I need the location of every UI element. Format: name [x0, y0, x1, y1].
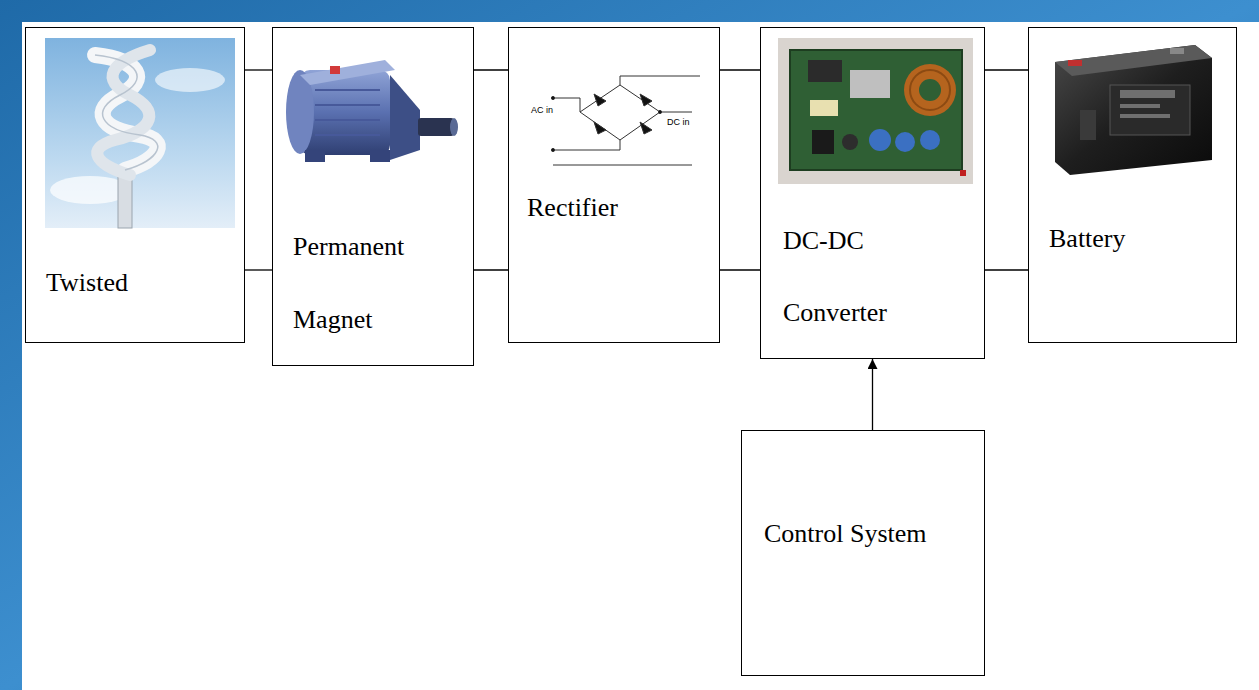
node-label: Twisted	[46, 268, 128, 298]
converter-box: DC-DC Converter	[760, 27, 985, 359]
turbine-picture	[45, 38, 235, 228]
terminal-label: AC in	[531, 105, 553, 115]
generator-box: Permanent Magnet	[272, 27, 474, 366]
turbine-box: Twisted	[25, 27, 245, 343]
connector-line	[720, 69, 760, 70]
node-label: Control System	[764, 519, 927, 549]
rectifier-box: Rectifier	[508, 27, 720, 343]
generator-picture	[286, 60, 458, 162]
connector-line	[245, 69, 272, 70]
node-label: DC-DC Converter	[783, 205, 933, 349]
connector-line	[245, 269, 272, 270]
node-label: Permanent Magnet	[293, 210, 443, 356]
connector-line	[985, 69, 1028, 70]
connector-line	[720, 269, 760, 270]
control-arrow	[872, 359, 873, 430]
connector-line	[474, 269, 508, 270]
converter-board-picture	[778, 38, 973, 184]
node-label: Battery	[1049, 224, 1126, 254]
battery-box: Battery	[1028, 27, 1237, 343]
white-panel	[22, 22, 1259, 690]
connector-line	[474, 69, 508, 70]
control-box: Control System	[741, 430, 985, 676]
terminal-label: DC in	[667, 117, 690, 127]
bridge-rectifier-symbol	[551, 76, 700, 165]
battery-picture	[1055, 45, 1212, 175]
connector-line	[985, 269, 1028, 270]
node-label: Rectifier	[527, 193, 618, 223]
